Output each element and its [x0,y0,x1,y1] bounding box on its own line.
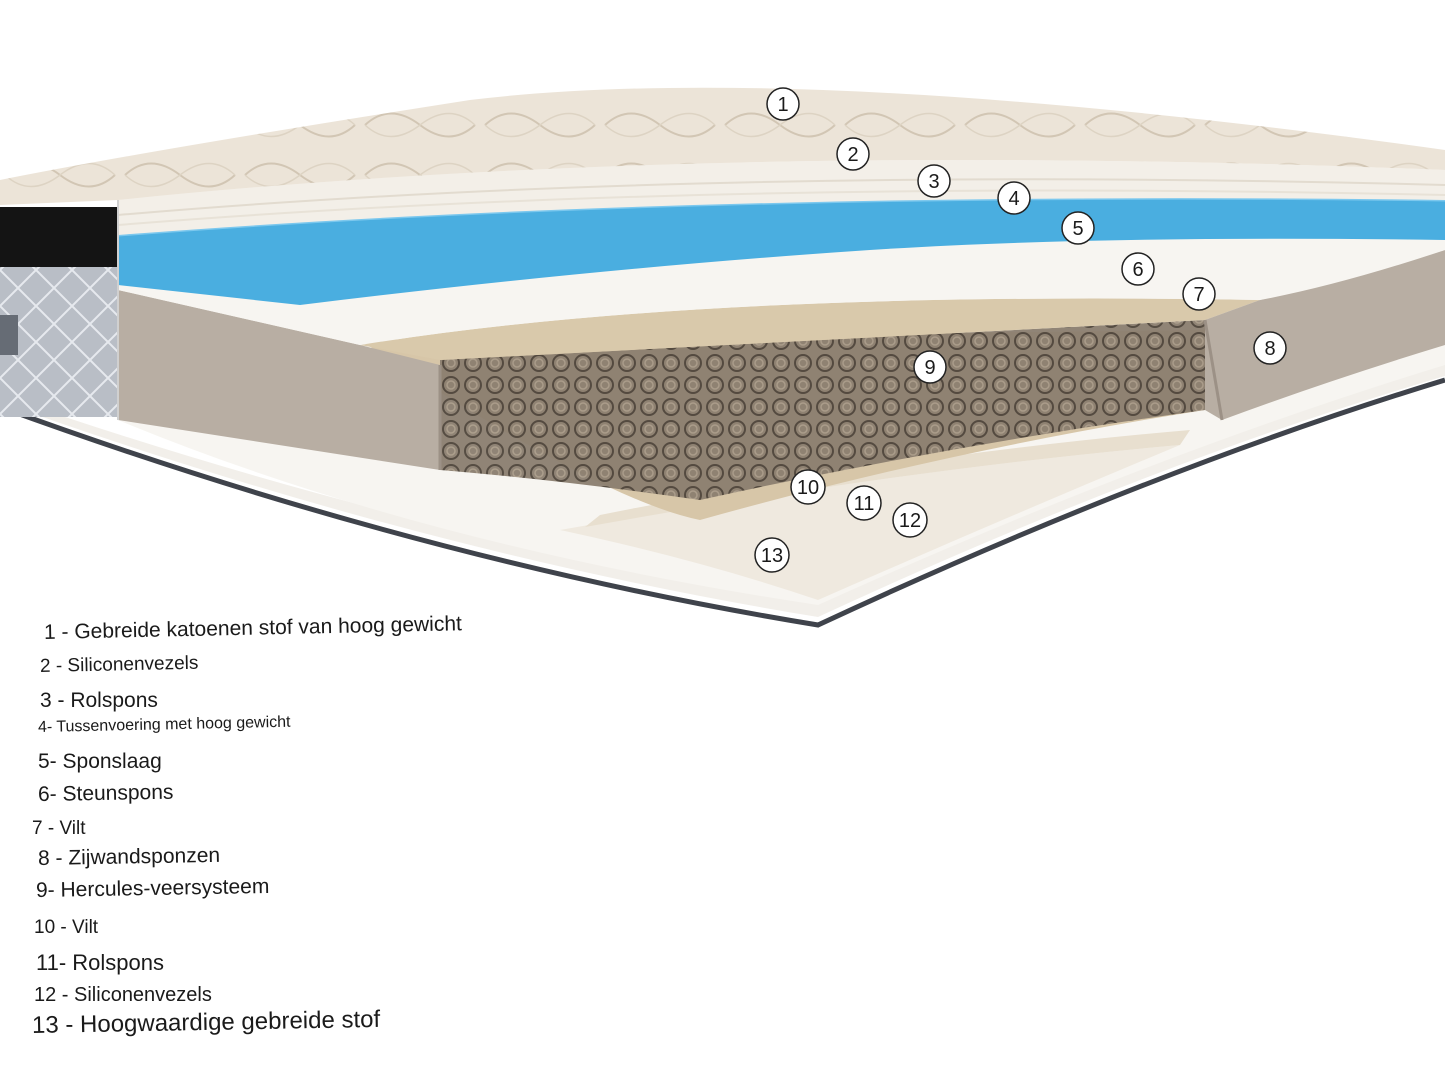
svg-text:12: 12 [899,510,921,532]
legend-item-3: 3 - Rolspons [40,689,158,712]
legend-item-8: 8 - Zijwandsponzen [37,843,221,870]
mattress-side-panel [0,267,118,417]
legend-item-10: 10 - Vilt [34,917,99,938]
callout-1: 1 [766,87,800,121]
svg-text:3: 3 [928,171,939,193]
callout-11: 11 [846,485,882,521]
mattress-bottom-fabric [0,360,1445,617]
callout-9: 9 [913,350,947,384]
callout-4: 4 [997,181,1031,215]
legend-item-12: 12 - Siliconenvezels [34,984,212,1006]
callout-2: 2 [836,137,870,171]
mattress-bottom-edge [0,377,1445,628]
legend-item-11: 11- Rolspons [36,950,164,975]
callout-10: 10 [790,469,826,505]
callout-13: 13 [754,537,790,573]
legend-item-9: 9- Hercules-veersysteem [35,874,270,902]
callout-6: 6 [1121,252,1155,286]
legend-item-6: 6- Steunspons [37,780,174,806]
layer-9-spring-core [440,320,1205,500]
svg-text:11: 11 [854,493,875,515]
callout-12: 12 [892,502,928,538]
svg-text:8: 8 [1264,338,1275,360]
svg-text:2: 2 [847,144,858,166]
layer-5-foam-layer [118,198,1445,305]
svg-text:6: 6 [1132,259,1143,281]
layer-7-felt-top [360,298,1260,360]
mattress-border-band [0,207,118,267]
svg-text:1: 1 [777,94,788,116]
callout-3: 3 [917,164,951,198]
legend-item-2: 2 - Siliconenvezels [39,652,199,677]
svg-text:10: 10 [797,477,819,499]
svg-text:13: 13 [761,545,783,567]
layer-8-side-foam-right [1205,250,1445,420]
layer-12-silicone-fibre [585,430,1190,527]
callout-8: 8 [1253,331,1287,365]
callout-7: 7 [1182,277,1216,311]
layer-13-knit-fabric [560,445,1180,600]
svg-text:5: 5 [1072,218,1083,240]
layer-8-side-foam-left [118,290,440,470]
svg-text:7: 7 [1193,284,1204,306]
legend-item-5: 5- Sponslaag [38,750,162,773]
mattress-label-tag [0,315,18,355]
legend-item-7: 7 - Vilt [32,818,86,839]
callout-5: 5 [1061,211,1095,245]
svg-text:9: 9 [924,357,935,379]
layer-1-quilted-top [0,87,1445,205]
svg-text:4: 4 [1008,188,1019,210]
